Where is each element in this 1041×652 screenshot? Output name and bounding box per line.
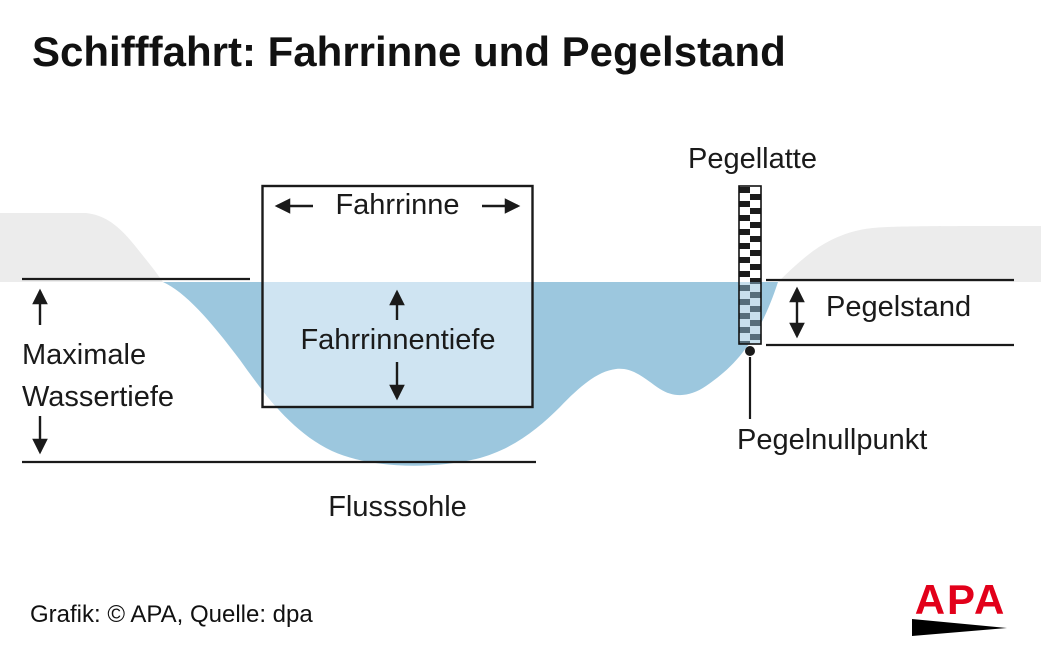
max-wassertiefe-line1: Maximale	[22, 339, 147, 371]
gauge-underwater-tint	[739, 282, 761, 344]
apa-logo-text: APA	[914, 576, 1007, 623]
fahrrinne-label: Fahrrinne	[335, 189, 460, 221]
max-wassertiefe-label: Maximale Wassertiefe	[22, 334, 174, 418]
pegelstand-label: Pegelstand	[826, 291, 972, 323]
infographic-title: Schifffahrt: Fahrrinne und Pegelstand	[32, 28, 786, 75]
left-bank-land	[0, 213, 163, 282]
max-wassertiefe-line2: Wassertiefe	[22, 381, 175, 413]
flusssohle-label: Flusssohle	[328, 491, 467, 523]
apa-logo-swoosh	[912, 619, 1007, 636]
pegellatte-gauge	[738, 185, 762, 345]
pegellatte-label: Pegellatte	[688, 143, 817, 175]
pegelnullpunkt-dot	[745, 346, 755, 356]
apa-logo: APA	[912, 576, 1009, 637]
fairway-outline-box	[261, 184, 534, 409]
credit-line: Grafik: © APA, Quelle: dpa	[30, 601, 313, 628]
fahrrinnentiefe-label: Fahrrinnentiefe	[300, 324, 496, 356]
pegelnullpunkt-label: Pegelnullpunkt	[737, 424, 928, 456]
right-bank-land	[778, 226, 1041, 282]
